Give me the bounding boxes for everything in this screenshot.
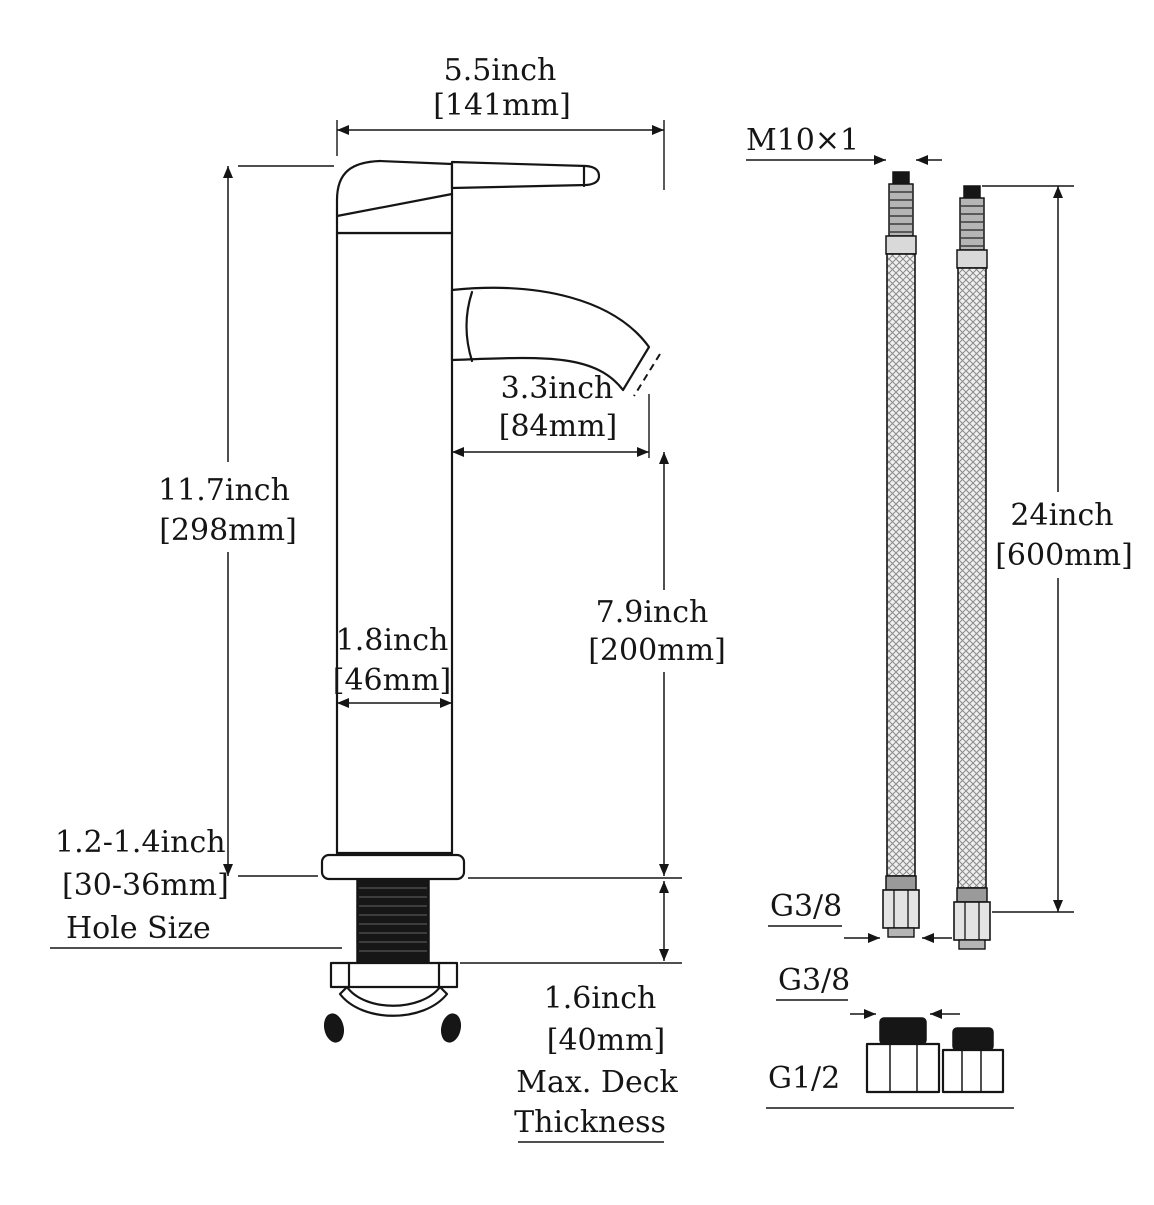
label-deck-mm: [40mm] <box>547 1023 665 1058</box>
label-adapter-g12: G1/2 <box>768 1061 840 1096</box>
handle-seam <box>335 192 454 218</box>
label-hose-length-inch: 24inch <box>1010 498 1113 533</box>
handle-base-cap <box>335 159 454 235</box>
hose-nut <box>953 901 991 941</box>
label-deck-line2: Thickness <box>514 1105 666 1140</box>
hose-thread-ridges <box>889 191 913 233</box>
base-flange <box>320 853 466 881</box>
supply-hose-right <box>953 185 991 950</box>
hose-braided-body <box>886 253 916 877</box>
nut-cap <box>879 1017 927 1045</box>
label-overall-height-inch: 11.7inch <box>158 473 290 508</box>
nut-body <box>941 1048 1005 1094</box>
hose-end <box>958 939 986 950</box>
spout-aerator-dashes <box>633 353 661 397</box>
faucet-drawing <box>320 159 661 1043</box>
label-hose-thread: M10×1 <box>746 123 859 158</box>
label-hole-size-text: Hole Size <box>66 911 211 946</box>
label-top-width-mm: [141mm] <box>433 88 571 123</box>
label-hole-size-inch: 1.2-1.4inch <box>55 825 226 860</box>
label-hose-length-mm: [600mm] <box>995 538 1133 573</box>
label-body-diameter-inch: 1.8inch <box>336 623 449 658</box>
hose-collar-bottom <box>956 887 988 903</box>
shank-threads <box>359 887 427 952</box>
label-hose-fitting: G3/8 <box>770 889 842 924</box>
dim-overall-height <box>223 165 334 877</box>
label-hole-size-mm: [30-36mm] <box>62 868 229 903</box>
hose-thread-ridges <box>960 205 984 247</box>
dim-deck-thickness <box>460 881 682 1143</box>
nut-cap <box>952 1027 994 1051</box>
dim-hose-length <box>982 185 1074 913</box>
threaded-shank <box>356 878 430 964</box>
adapter-nut-g38 <box>865 1017 941 1094</box>
hose-nut <box>882 889 920 929</box>
label-deck-inch: 1.6inch <box>544 981 657 1016</box>
label-spout-reach-inch: 3.3inch <box>501 371 614 406</box>
label-deck-line1: Max. Deck <box>516 1065 678 1100</box>
handle-lever <box>450 160 601 190</box>
label-top-width-inch: 5.5inch <box>444 53 557 88</box>
hose-tip <box>963 185 981 199</box>
dim-hose-fitting <box>768 925 952 943</box>
horseshoe-washer <box>338 985 449 1017</box>
adapter-nut-g12 <box>941 1027 1005 1094</box>
hose-braided-body <box>957 267 987 889</box>
label-adapter-g38: G3/8 <box>778 963 850 998</box>
hose-end <box>887 927 915 938</box>
label-spout-reach-mm: [84mm] <box>499 409 617 444</box>
mounting-bolt-right <box>440 1013 462 1043</box>
hose-tip <box>892 171 910 185</box>
dim-adapter-g38 <box>776 999 960 1019</box>
mounting-bolt-left <box>323 1013 345 1043</box>
label-overall-height-mm: [298mm] <box>159 513 297 548</box>
hose-collar-top <box>885 235 917 255</box>
dim-spout-reach <box>452 394 650 458</box>
mounting-nut <box>329 961 459 989</box>
label-spout-height-inch: 7.9inch <box>596 595 709 630</box>
label-spout-height-mm: [200mm] <box>588 633 726 668</box>
label-body-diameter-mm: [46mm] <box>333 663 451 698</box>
nut-body <box>865 1042 941 1094</box>
spout-base-curve <box>465 290 474 363</box>
dim-top-width <box>336 120 665 190</box>
hose-collar-top <box>956 249 988 269</box>
hose-collar-bottom <box>885 875 917 891</box>
faucet-spout <box>450 286 651 392</box>
supply-hose-left <box>882 171 920 938</box>
dim-spout-height <box>468 452 682 879</box>
